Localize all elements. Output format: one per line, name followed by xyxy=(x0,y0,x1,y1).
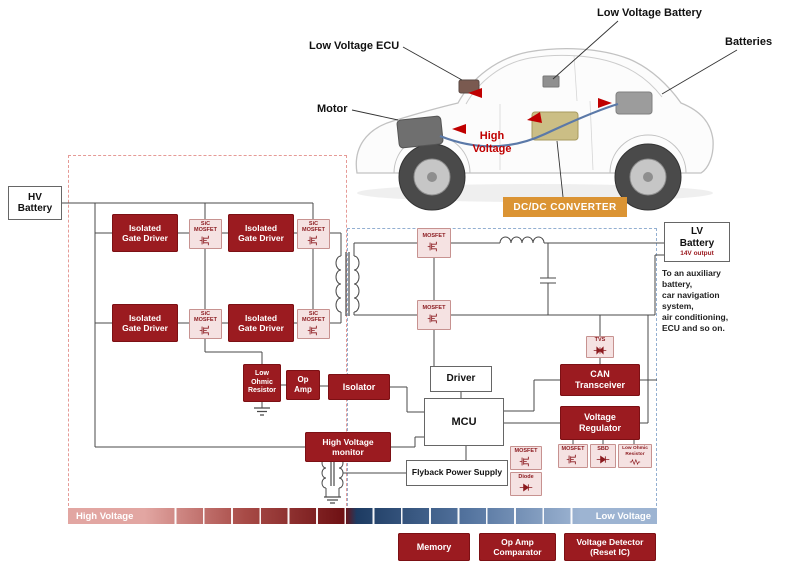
component-diode-flyback: Diode xyxy=(510,472,542,496)
mcu-box: MCU xyxy=(424,398,504,446)
voltage-regulator-box: Voltage Regulator xyxy=(560,406,640,440)
component-mosfet-flyback: MOSFET xyxy=(510,446,542,470)
lv-note: To an auxiliary battery, car navigation … xyxy=(662,268,729,334)
isolated-gate-driver-3: Isolated Gate Driver xyxy=(112,304,178,342)
lv-battery-output: 14V output xyxy=(680,250,714,258)
diode-icon xyxy=(594,454,612,465)
flyback-power-supply-box: Flyback Power Supply xyxy=(406,460,508,486)
component-mosfet-vr: MOSFET xyxy=(558,444,588,468)
mosfet-icon xyxy=(425,313,443,324)
label-batteries: Batteries xyxy=(725,36,773,48)
legend-low-voltage: Low Voltage xyxy=(595,510,651,522)
component-label: MOSFET xyxy=(561,446,585,453)
component-label: SiC MOSFET xyxy=(302,221,325,233)
component-sic-mosfet-2: SiC MOSFET xyxy=(297,219,330,249)
low-ohmic-resistor-box: Low Ohmic Resistor xyxy=(243,364,281,402)
legend-high-voltage: High Voltage xyxy=(76,510,134,522)
component-mosfet-sec-2: MOSFET xyxy=(417,300,451,330)
component-label: MOSFET xyxy=(422,233,446,240)
motor-unit xyxy=(396,115,444,149)
dcdc-converter-unit xyxy=(531,111,579,141)
hv-battery-box: HV Battery xyxy=(8,186,62,220)
component-label: Diode xyxy=(518,474,534,481)
component-label: SiC MOSFET xyxy=(194,221,217,233)
mosfet-icon xyxy=(305,325,323,336)
component-low-ohmic-resistor-vr: Low Ohmic Resistor xyxy=(618,444,652,468)
mosfet-icon xyxy=(425,241,443,252)
voltage-legend-bar: High Voltage Low Voltage xyxy=(68,508,657,524)
component-label: TVS xyxy=(594,337,606,344)
front-wheel xyxy=(398,143,466,211)
mosfet-icon xyxy=(197,325,215,336)
component-sic-mosfet-3: SiC MOSFET xyxy=(189,309,222,339)
ecu-unit xyxy=(458,79,480,94)
component-label: MOSFET xyxy=(514,448,538,455)
mosfet-icon xyxy=(305,235,323,246)
label-motor: Motor xyxy=(317,103,348,115)
high-voltage-monitor-box: High Voltage monitor xyxy=(305,432,391,462)
driver-box: Driver xyxy=(430,366,492,392)
label-low-voltage-ecu: Low Voltage ECU xyxy=(309,40,400,52)
isolator-box: Isolator xyxy=(328,374,390,400)
lv-battery-box: LV Battery 14V output xyxy=(664,222,730,262)
component-sbd-vr: SBD xyxy=(590,444,616,468)
component-tvs: TVS xyxy=(586,336,614,358)
dcdc-converter-banner: DC/DC CONVERTER xyxy=(503,197,627,217)
voltage-detector-box: Voltage Detector (Reset IC) xyxy=(564,533,656,561)
car-illustration xyxy=(355,48,714,211)
component-label: MOSFET xyxy=(422,305,446,312)
tvs-icon xyxy=(591,345,609,356)
isolated-gate-driver-4: Isolated Gate Driver xyxy=(228,304,294,342)
lv-battery-title: LV Battery xyxy=(679,226,715,249)
component-label: Low Ohmic Resistor xyxy=(622,446,648,457)
component-label: SiC MOSFET xyxy=(302,311,325,323)
mosfet-icon xyxy=(564,454,582,465)
op-amp-comparator-box: Op Amp Comparator xyxy=(479,533,556,561)
isolated-gate-driver-1: Isolated Gate Driver xyxy=(112,214,178,252)
isolated-gate-driver-2: Isolated Gate Driver xyxy=(228,214,294,252)
component-sic-mosfet-4: SiC MOSFET xyxy=(297,309,330,339)
resistor-icon xyxy=(626,458,644,466)
component-sic-mosfet-1: SiC MOSFET xyxy=(189,219,222,249)
red-arrows xyxy=(452,88,612,134)
label-low-voltage-battery: Low Voltage Battery xyxy=(597,7,702,19)
component-label: SBD xyxy=(597,446,609,453)
lv-battery-unit xyxy=(542,75,560,88)
can-transceiver-box: CAN Transceiver xyxy=(560,364,640,396)
component-label: SiC MOSFET xyxy=(194,311,217,323)
batteries-unit xyxy=(615,91,653,115)
label-high-voltage: High Voltage xyxy=(472,130,512,155)
diode-icon xyxy=(517,482,535,493)
mosfet-icon xyxy=(197,235,215,246)
mosfet-icon xyxy=(517,456,535,467)
op-amp-box: Op Amp xyxy=(286,370,320,400)
memory-box: Memory xyxy=(398,533,470,561)
component-mosfet-sec-1: MOSFET xyxy=(417,228,451,258)
annotation-lines xyxy=(351,20,738,198)
